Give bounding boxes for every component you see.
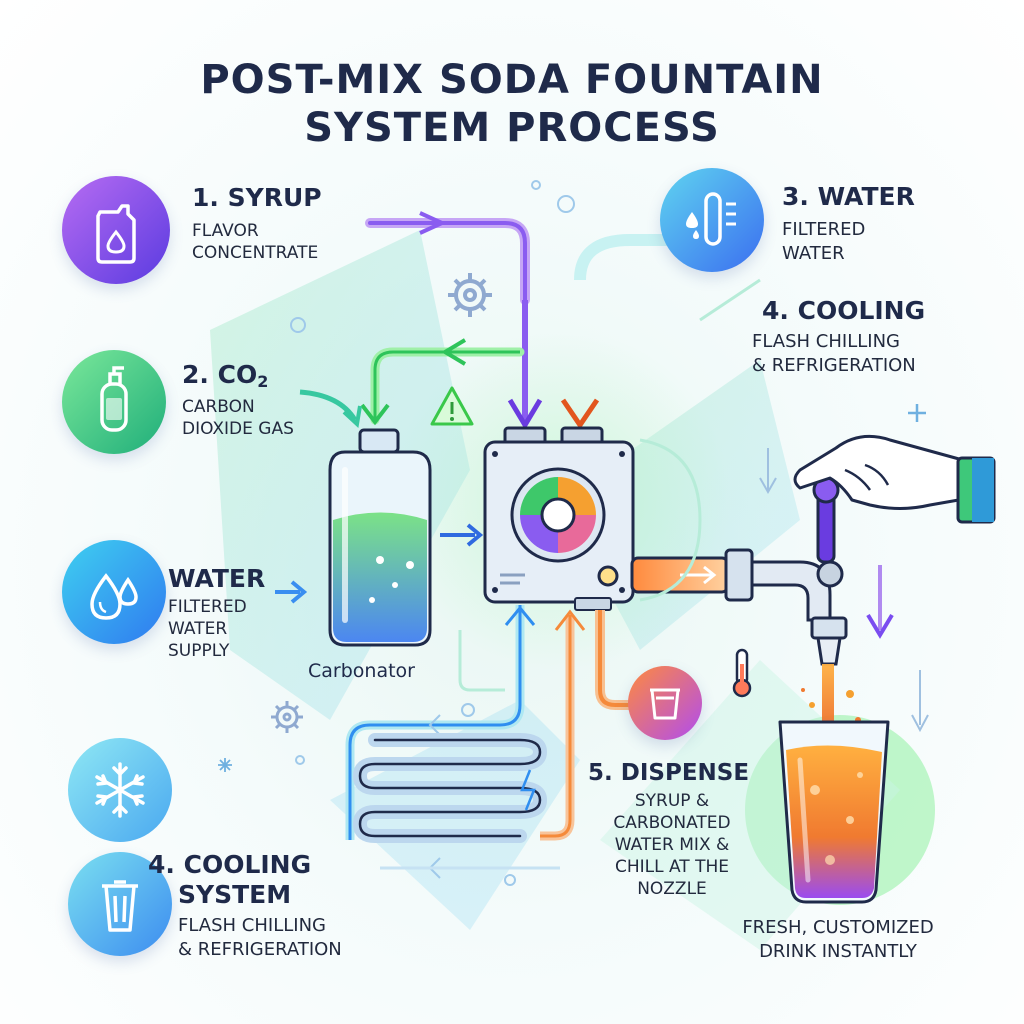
co2-line (299, 338, 525, 428)
page-title-line-1: POST-MIX SODA FOUNTAIN (200, 57, 824, 103)
water-pipe (560, 234, 720, 430)
carbonator-tank (328, 428, 432, 647)
step-1-desc: FLAVOR CONCENTRATE (192, 221, 319, 263)
thermometer-icon (732, 648, 752, 698)
snowflake-icon-badge (68, 738, 172, 842)
thermometer-droplet-icon (686, 192, 736, 246)
step-4-title: 4. COOLING (762, 296, 926, 325)
step-3-title: 3. WATER (782, 182, 915, 211)
step-3-desc: FILTERED WATER (782, 219, 866, 264)
water-supply-icon-badge (62, 540, 166, 644)
gear-icon (271, 701, 303, 733)
drink-glass (778, 720, 890, 904)
water-icon-badge (660, 168, 764, 272)
faint-pipes (458, 278, 761, 692)
warning-icon (430, 386, 474, 426)
cooling-coil (345, 605, 586, 879)
hand-illustration (793, 434, 996, 524)
step-1-title: 1. SYRUP (192, 183, 322, 212)
cooling-system-desc: FLASH CHILLING & REFRIGERATION (178, 915, 342, 960)
flow-arrow (275, 580, 308, 604)
dispense-pipe (595, 610, 650, 710)
trash-bin-icon (102, 880, 138, 932)
step-2-subscript: 2 (257, 372, 269, 391)
step-4-desc: FLASH CHILLING & REFRIGERATION (752, 331, 916, 376)
step-2-title: 2. CO2 (182, 360, 269, 391)
gear-icon (448, 273, 492, 317)
dispense-icon-badge (628, 666, 702, 740)
decorative-bubbles (290, 180, 575, 886)
jug-icon (96, 204, 136, 264)
water-drops-icon (90, 573, 138, 620)
sparkle-icon (218, 404, 926, 772)
water-supply-desc: FILTERED WATER SUPPLY (168, 597, 247, 661)
carbonator-label: Carbonator (308, 660, 415, 682)
gas-cylinder-icon (100, 366, 128, 432)
cup-icon (650, 688, 680, 720)
water-supply-title: WATER (168, 564, 266, 593)
outlet-pipe (630, 548, 754, 602)
flow-arrow (440, 523, 484, 547)
syrup-pipe (365, 211, 543, 430)
cooling-system-title-1: 4. COOLING (148, 850, 312, 879)
syrup-icon-badge (62, 176, 170, 284)
flow-arrow (759, 448, 929, 733)
step-5-desc: SYRUP & CARBONATED WATER MIX & CHILL AT … (613, 791, 731, 899)
step-5-title: 5. DISPENSE (588, 760, 750, 786)
co2-icon-badge (62, 350, 166, 454)
step-2-desc: CARBON DIOXIDE GAS (182, 397, 294, 439)
result-caption: FRESH, CUSTOMIZED DRINK INSTANTLY (742, 917, 934, 962)
faucet (750, 476, 848, 666)
mixer-unit (483, 426, 635, 611)
cooling-system-title-2: SYSTEM (178, 880, 292, 909)
page-title-line-2: SYSTEM PROCESS (304, 105, 720, 151)
snowflake-icon (95, 762, 145, 818)
cooling-system-icon-badge (68, 852, 172, 956)
